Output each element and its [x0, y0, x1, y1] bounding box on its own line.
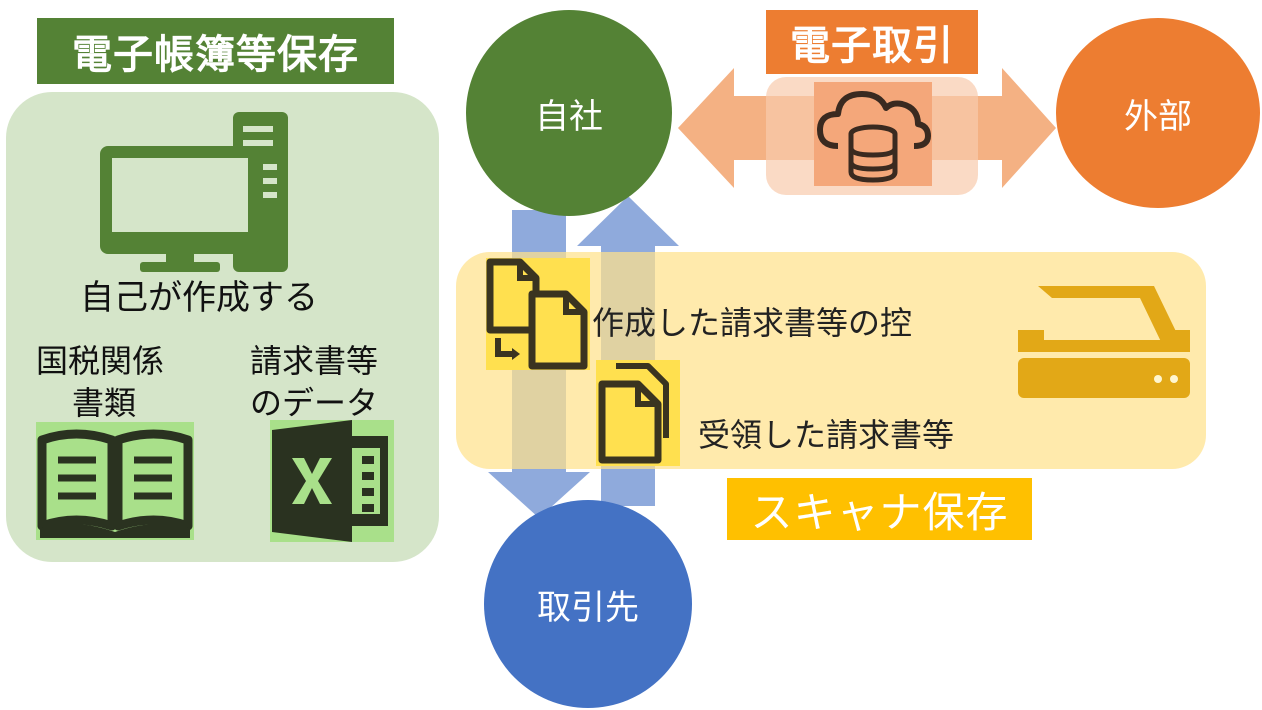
- tax-docs-label-line1: 国税関係: [36, 342, 165, 380]
- client-node: 取引先: [484, 500, 692, 708]
- own-company-node: 自社: [466, 10, 672, 216]
- documents-icon: [596, 360, 680, 466]
- received-label: 受領した請求書等: [698, 416, 955, 454]
- invoice-data-label-line2: のデータ: [250, 384, 379, 422]
- created-copy-label: 作成した請求書等の控: [592, 304, 913, 342]
- book-icon: [36, 422, 194, 540]
- electronic-books-title: 電子帳簿等保存: [37, 18, 394, 84]
- external-node: 外部: [1056, 18, 1260, 208]
- scanner-icon: [1018, 286, 1190, 398]
- excel-icon: [270, 420, 394, 542]
- external-label: 外部: [1124, 96, 1192, 137]
- electronic-transaction-title: 電子取引: [766, 10, 978, 74]
- client-label: 取引先: [537, 587, 639, 628]
- self-created-label: 自己が作成する: [80, 278, 318, 318]
- cloud-database-icon: [814, 82, 932, 186]
- document-copy-icon: [486, 258, 590, 370]
- scanner-title: スキャナ保存: [727, 478, 1032, 540]
- tax-docs-label-line2: 書類: [72, 384, 137, 422]
- invoice-data-label-line1: 請求書等: [250, 342, 379, 380]
- own-company-label: 自社: [535, 96, 603, 137]
- computer-icon: [100, 112, 288, 272]
